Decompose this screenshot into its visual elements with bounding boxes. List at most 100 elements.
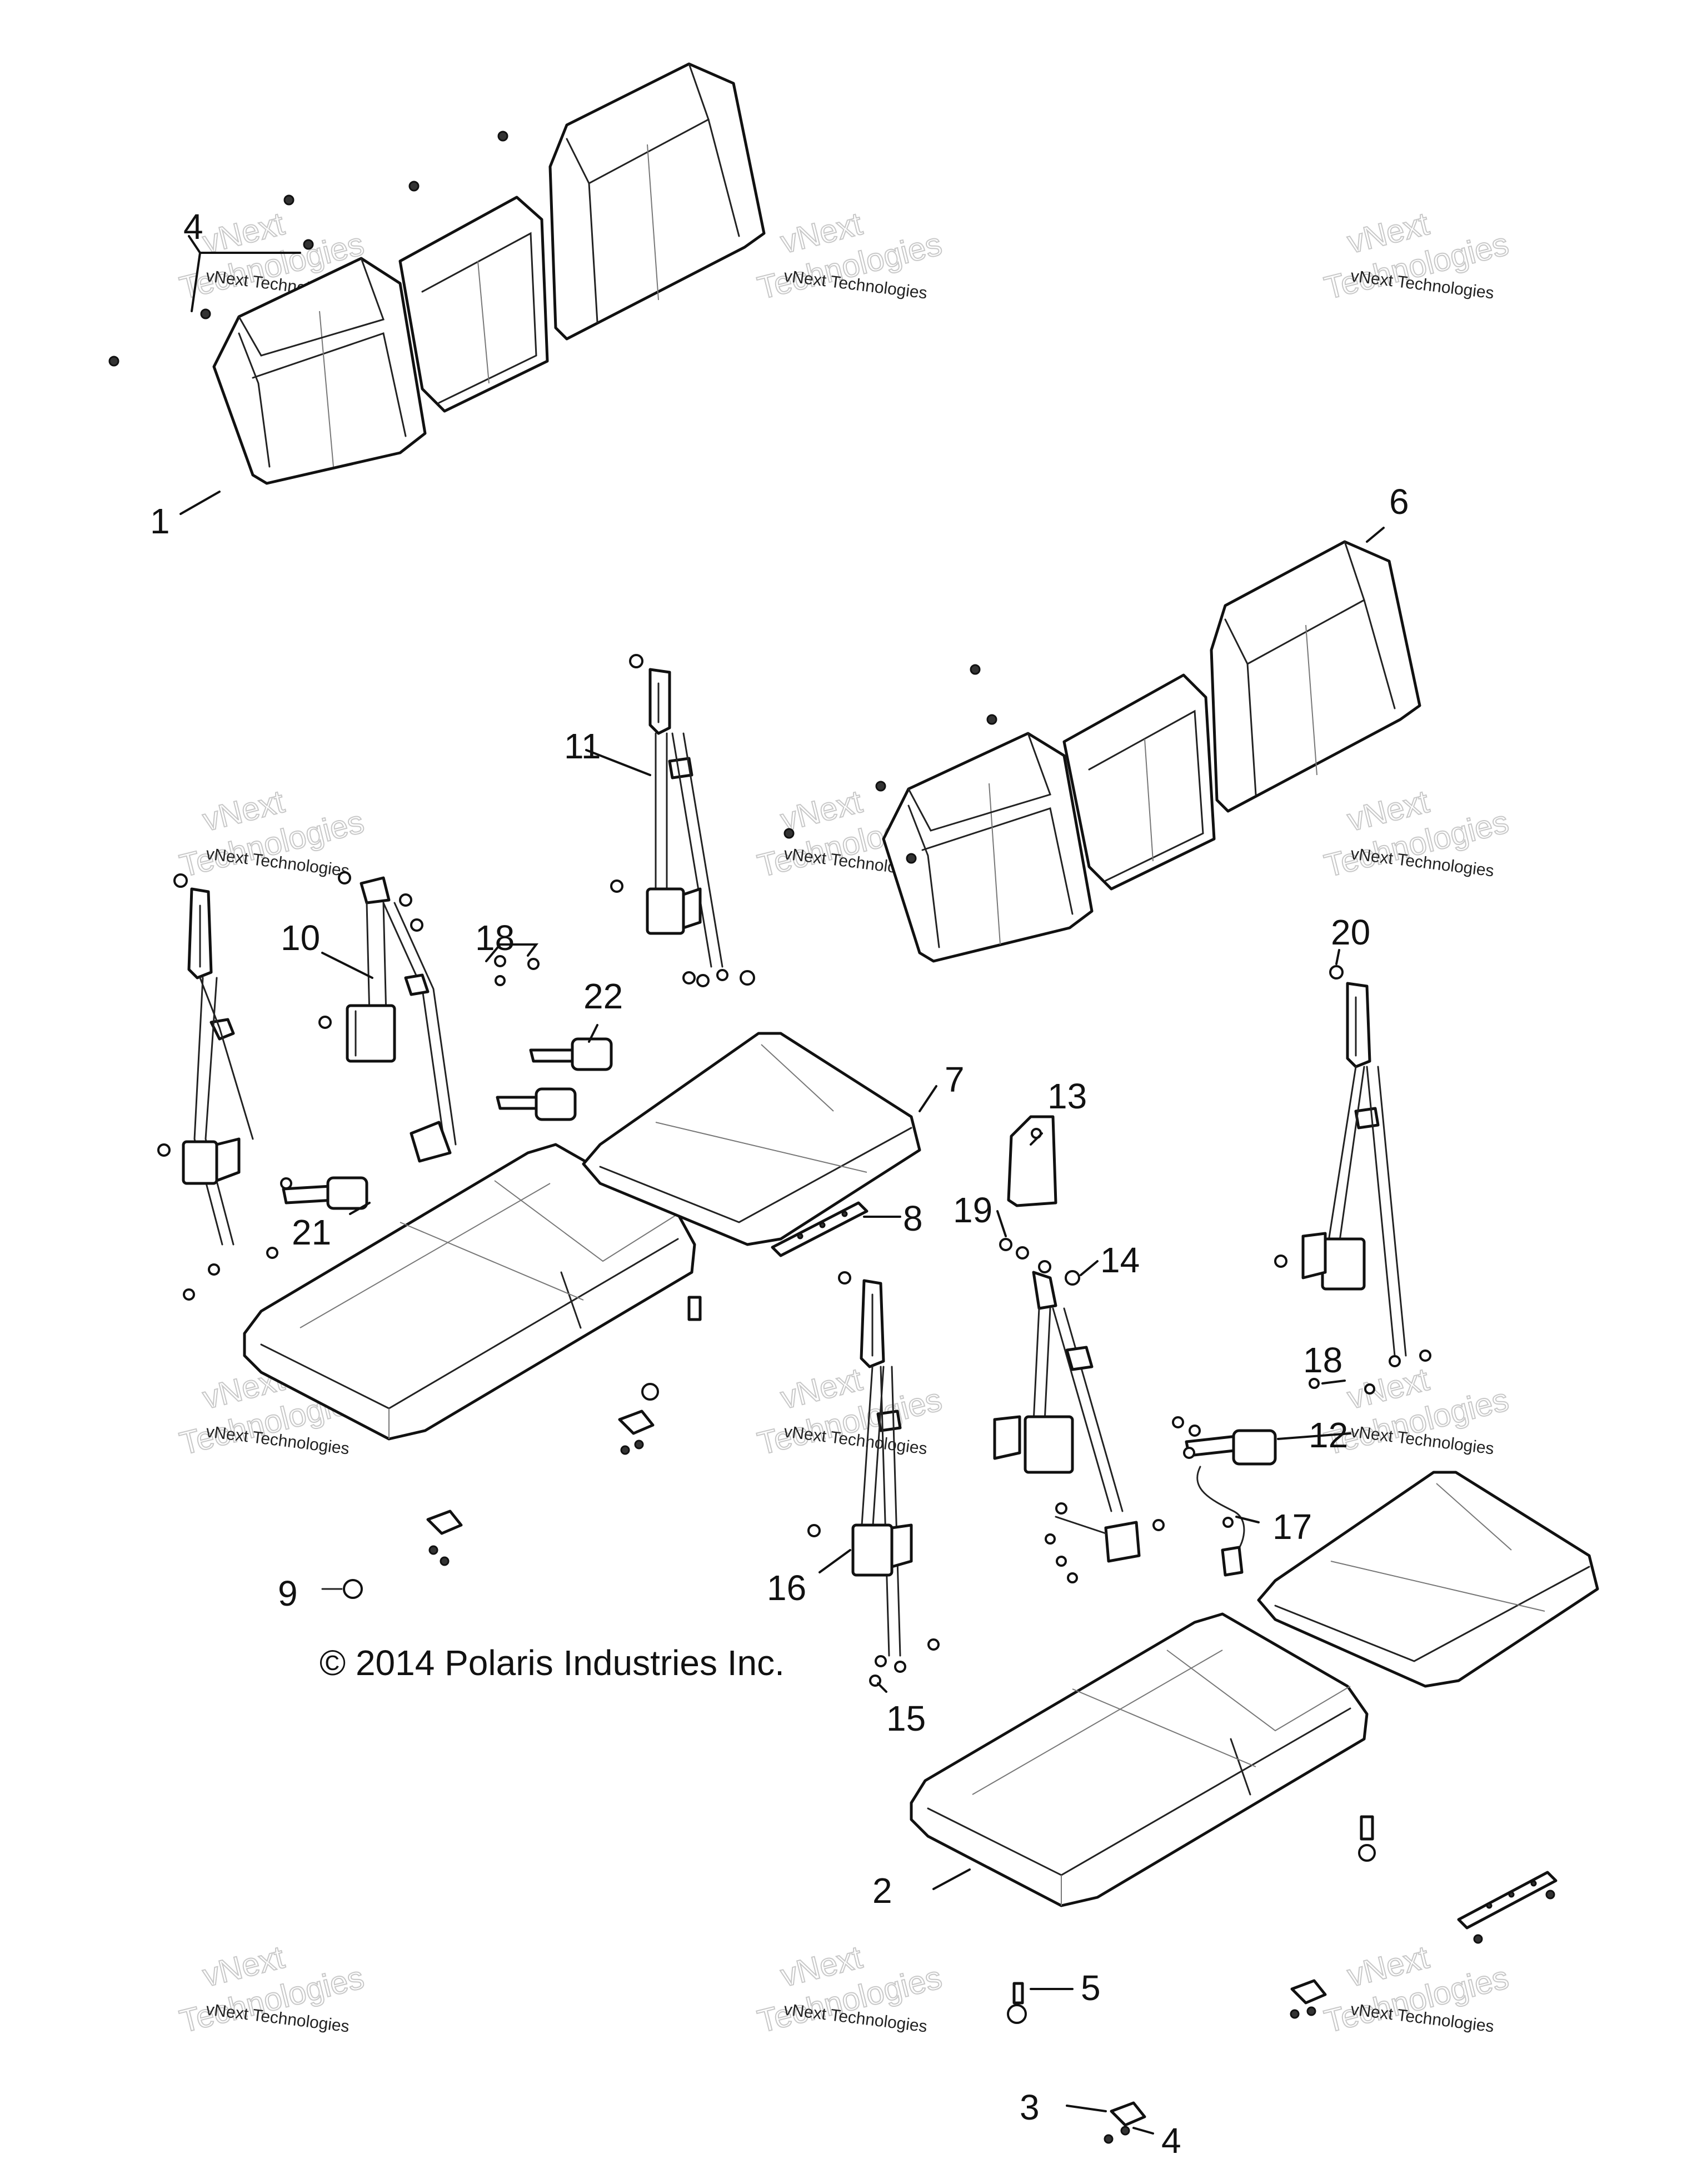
rivet-icon <box>841 1211 848 1217</box>
screw-icon <box>440 1556 450 1566</box>
bolt-icon <box>696 974 710 987</box>
bolt-icon <box>1056 1556 1067 1567</box>
seat-bottom-small-upper <box>582 1032 921 1246</box>
bolt-icon <box>338 871 351 884</box>
bolt-icon <box>173 873 188 888</box>
watermark-top-right: vNext Technologies vNext Technologies <box>1320 205 1513 307</box>
seat-back-left-cushion-lower <box>882 732 1094 963</box>
screw-icon <box>1120 2126 1130 2136</box>
bolt-icon <box>1055 1502 1067 1515</box>
copyright-notice: © 2014 Polaris Industries Inc. <box>320 1643 785 1683</box>
seat-back-middle-cushion <box>398 196 549 413</box>
callout-16: 16 <box>767 1568 806 1608</box>
stud-icon <box>687 1296 702 1321</box>
seat-belt-14 <box>993 1260 1165 1583</box>
watermark-mid2-right: vNext Technologies vNext Technologies <box>1320 1361 1513 1462</box>
callout-17: 17 <box>1272 1507 1312 1547</box>
nut-icon <box>999 1238 1012 1251</box>
callout-5: 5 <box>1081 1968 1101 2008</box>
seat-back-right-cushion-lower <box>1210 540 1421 813</box>
callout-8: 8 <box>903 1198 923 1238</box>
bolt-icon <box>266 1247 278 1259</box>
callout-4-top: 4 <box>183 207 203 247</box>
screw-icon <box>986 714 997 725</box>
callout-2: 2 <box>872 1871 892 1911</box>
seat-belt-16 <box>807 1271 940 1687</box>
stud-icon <box>1360 1815 1374 1841</box>
watermark-bottom-center: vNext Technologies vNext Technologies <box>753 1938 946 2040</box>
bolt-icon <box>157 1143 171 1157</box>
screw-icon <box>1290 2009 1300 2019</box>
callout-18-right: 18 <box>1303 1340 1342 1380</box>
buckle-22 <box>496 1037 613 1121</box>
seat-back-assembly-lower <box>783 540 1421 963</box>
bolt-icon <box>1152 1519 1165 1531</box>
bolt-icon <box>1389 1355 1401 1367</box>
screw-icon <box>783 828 795 839</box>
rivet-icon <box>1486 1902 1493 1909</box>
bolt-icon <box>1329 965 1344 979</box>
bolt-icon <box>716 969 728 981</box>
screw-icon <box>906 853 917 864</box>
callout-4-bottom: 4 <box>1161 2121 1181 2161</box>
callout-7: 7 <box>945 1059 965 1100</box>
seat-belt-11 <box>610 654 755 987</box>
bolt-icon <box>183 1288 195 1301</box>
seat-back-middle-cushion-lower <box>1062 673 1216 891</box>
screw-icon <box>1306 2006 1316 2016</box>
watermark-bottom-left: vNext Technologies vNext Technologies <box>176 1938 368 2040</box>
bolt-icon <box>1222 1517 1234 1528</box>
callout-14: 14 <box>1100 1240 1140 1280</box>
screw-icon <box>303 239 314 250</box>
seat-back-left-cushion <box>212 257 427 485</box>
callout-labels: 1 2 3 4 4 5 6 7 8 9 10 11 12 13 14 15 16… <box>150 207 1409 2161</box>
callout-22: 22 <box>583 976 623 1016</box>
bolt-icon <box>682 971 696 984</box>
leader-lines <box>179 235 1385 2135</box>
callout-1: 1 <box>150 501 170 541</box>
callout-21: 21 <box>292 1212 331 1252</box>
screw-icon <box>1104 2134 1114 2144</box>
bolt-icon <box>629 654 643 668</box>
screw-icon <box>108 356 119 367</box>
bolt-icon <box>1189 1425 1201 1437</box>
screw-icon <box>620 1445 630 1455</box>
bolt-icon <box>610 879 623 893</box>
seat-back-lower-screws <box>783 664 997 864</box>
callout-18-left: 18 <box>475 918 515 958</box>
seat-belt-10 <box>318 871 457 1163</box>
seat-back-right-cushion <box>548 62 766 341</box>
bolt-icon <box>927 1638 940 1651</box>
screw-icon <box>497 131 508 142</box>
rivet-icon <box>1530 1880 1537 1887</box>
nut-icon <box>495 975 506 986</box>
screw-icon <box>408 181 420 192</box>
callout-20: 20 <box>1331 912 1370 952</box>
watermark-bottom-right: vNext Technologies vNext Technologies <box>1320 1938 1513 2040</box>
bolt-icon <box>1419 1350 1431 1362</box>
bolt-icon <box>1067 1572 1078 1583</box>
callout-3: 3 <box>1020 2087 1040 2127</box>
watermark-mid1-left: vNext Technologies vNext Technologies <box>176 783 368 884</box>
callout-19: 19 <box>953 1190 992 1230</box>
seat-bottom-left <box>243 1143 696 1441</box>
rivet-icon <box>797 1233 803 1240</box>
nut-icon <box>1007 2004 1027 2024</box>
watermark-top-center: vNext Technologies vNext Technologies <box>753 205 946 307</box>
screw-icon <box>283 194 295 206</box>
nut-icon <box>343 1579 363 1599</box>
bolt-icon <box>1038 1260 1051 1273</box>
nut-icon <box>494 955 506 967</box>
screw-icon <box>1473 1934 1483 1944</box>
bolt-icon <box>1183 1447 1195 1459</box>
bolt-icon <box>280 1177 292 1190</box>
bolt-icon <box>807 1524 821 1537</box>
screw-icon <box>200 308 211 319</box>
clip-icon <box>426 1510 463 1535</box>
bolt-icon <box>318 1016 332 1029</box>
stud-icon <box>1012 1982 1024 2005</box>
seat-back-upper-screws <box>108 131 508 367</box>
screw-icon <box>1545 1890 1555 1900</box>
screw-icon <box>634 1440 644 1450</box>
rivet-icon <box>1508 1891 1515 1898</box>
